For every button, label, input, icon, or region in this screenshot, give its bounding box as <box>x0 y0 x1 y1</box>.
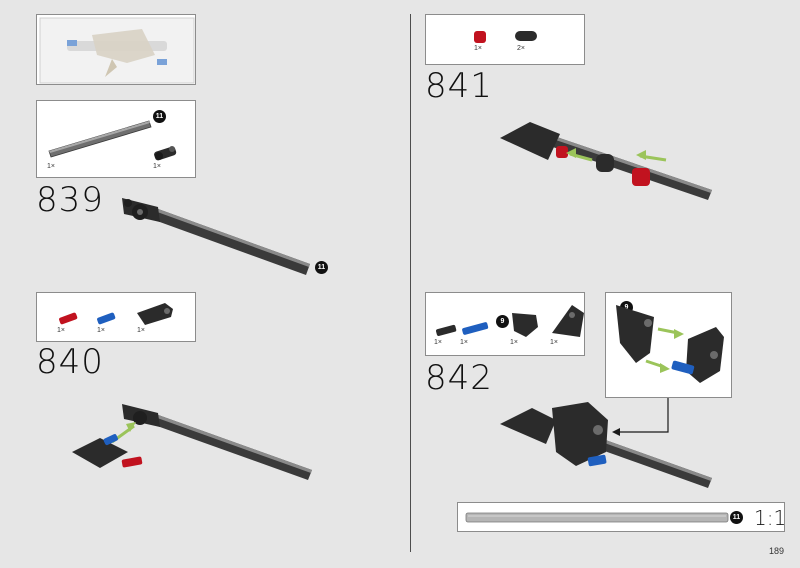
red-pin-part-image <box>59 312 78 325</box>
part-quantity: 1× <box>550 339 558 346</box>
step-number-842: 842 <box>425 358 493 398</box>
red-bush-part-image <box>474 31 486 43</box>
step-839-parts-list: 11 1× 1× <box>36 100 196 178</box>
step-841-parts-list: 1× 2× <box>425 14 585 65</box>
step-840-assembly <box>72 404 312 480</box>
part-quantity: 2× <box>517 45 525 52</box>
previous-step-thumbnail <box>36 14 196 85</box>
panel-part-image <box>137 303 173 325</box>
submodel-callout-badge: 11 <box>153 110 166 123</box>
part-quantity: 1× <box>474 45 482 52</box>
subassembly-image <box>616 305 724 383</box>
page-divider <box>410 14 411 552</box>
scale-ruler-box: 11 1:1 <box>457 502 787 532</box>
step-number-841: 841 <box>425 66 493 106</box>
page-number: 189 <box>768 546 784 556</box>
part-quantity: 1× <box>137 327 145 334</box>
step-number-839: 839 <box>36 180 104 220</box>
scale-label: 1:1 <box>754 506 787 530</box>
triangle-panel-part-image <box>552 305 584 337</box>
axle-ruler-image <box>465 512 729 523</box>
connector-part-image <box>154 146 177 161</box>
blue-axle-pin-part-image <box>462 322 489 335</box>
part-quantity: 1× <box>510 339 518 346</box>
assembly-preview-image <box>39 17 195 84</box>
axle-length-badge: 11 <box>730 511 743 524</box>
part-quantity: 1× <box>57 327 65 334</box>
part-quantity: 1× <box>97 327 105 334</box>
angled-beam-part-image <box>512 313 538 337</box>
part-quantity: 1× <box>153 163 161 170</box>
step-842-subassembly-callout: 9 <box>605 292 732 398</box>
step-842-parts-list: 9 1× 1× 1× 1× <box>425 292 585 356</box>
black-pin-part-image <box>436 324 457 337</box>
part-quantity: 1× <box>460 339 468 346</box>
step-839-assembly <box>122 198 310 275</box>
blue-pin-part-image <box>97 312 116 325</box>
step-840-parts-list: 1× 1× 1× <box>36 292 196 342</box>
part-quantity: 1× <box>434 339 442 346</box>
submodel-callout-badge: 11 <box>315 261 328 274</box>
black-link-part-image <box>515 31 537 41</box>
step-number-840: 840 <box>36 342 104 382</box>
part-quantity: 1× <box>47 163 55 170</box>
axle-part-image <box>48 120 152 158</box>
submodel-callout-badge: 9 <box>496 315 509 328</box>
